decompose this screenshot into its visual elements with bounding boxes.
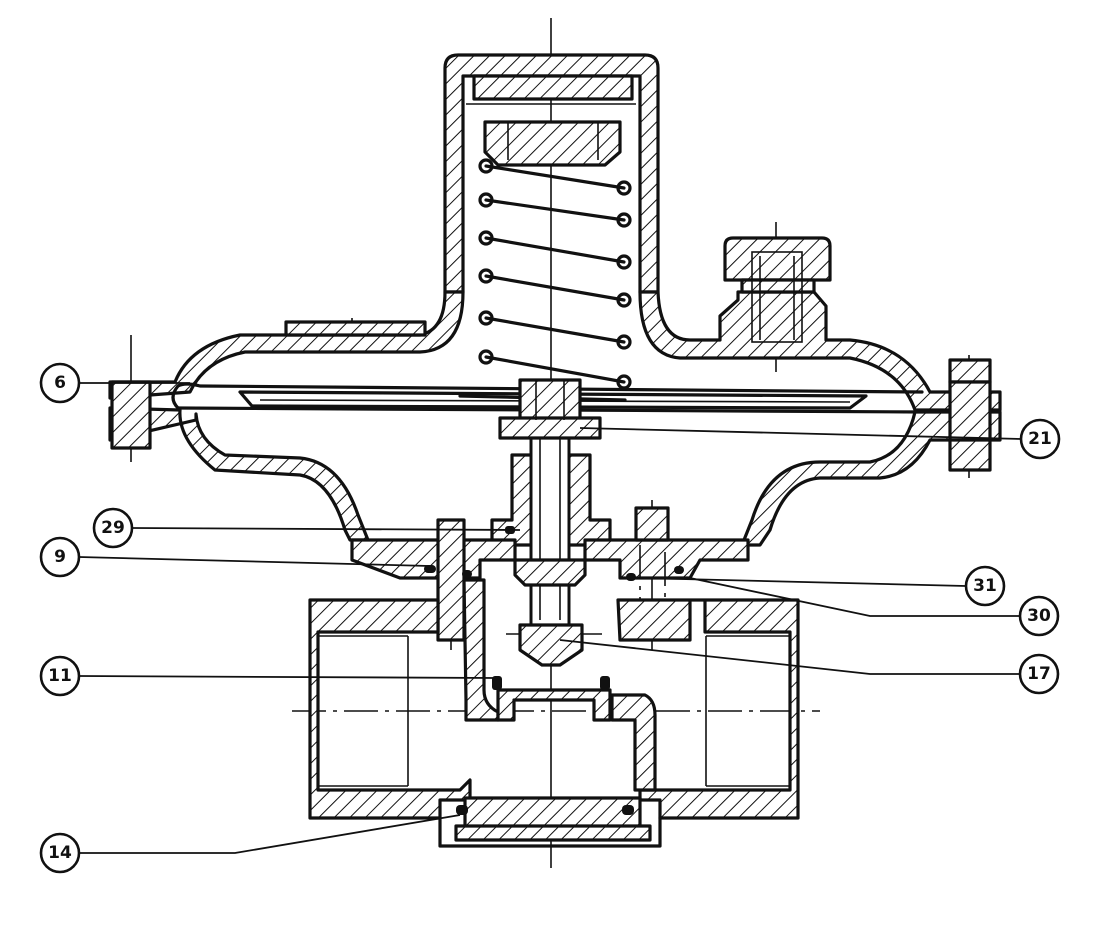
callout-label: 21 [1028, 429, 1052, 449]
callout-label: 9 [54, 547, 66, 567]
callout-29: 29 [92, 507, 134, 549]
callout-17: 17 [1018, 653, 1060, 695]
valve-body [308, 578, 800, 848]
callout-label: 31 [973, 576, 997, 596]
spring-bonnet [443, 53, 660, 294]
callout-label: 14 [48, 843, 72, 863]
main-spring [478, 158, 632, 390]
callout-9: 9 [39, 536, 81, 578]
callout-30: 30 [1018, 595, 1060, 637]
callout-label: 11 [48, 666, 72, 686]
upper-diaphragm-case [108, 236, 1002, 412]
stem-assembly [490, 378, 612, 629]
leader-lines [78, 382, 1023, 854]
callout-21: 21 [1019, 418, 1061, 460]
callout-label: 17 [1027, 664, 1051, 684]
callout-label: 30 [1027, 606, 1051, 626]
callout-label: 6 [54, 373, 66, 393]
lower-diaphragm-case [108, 358, 1002, 547]
callout-6: 6 [39, 362, 81, 404]
callout-14: 14 [39, 832, 81, 874]
callout-11: 11 [39, 655, 81, 697]
callout-31: 31 [964, 565, 1006, 607]
callout-label: 29 [101, 518, 125, 538]
